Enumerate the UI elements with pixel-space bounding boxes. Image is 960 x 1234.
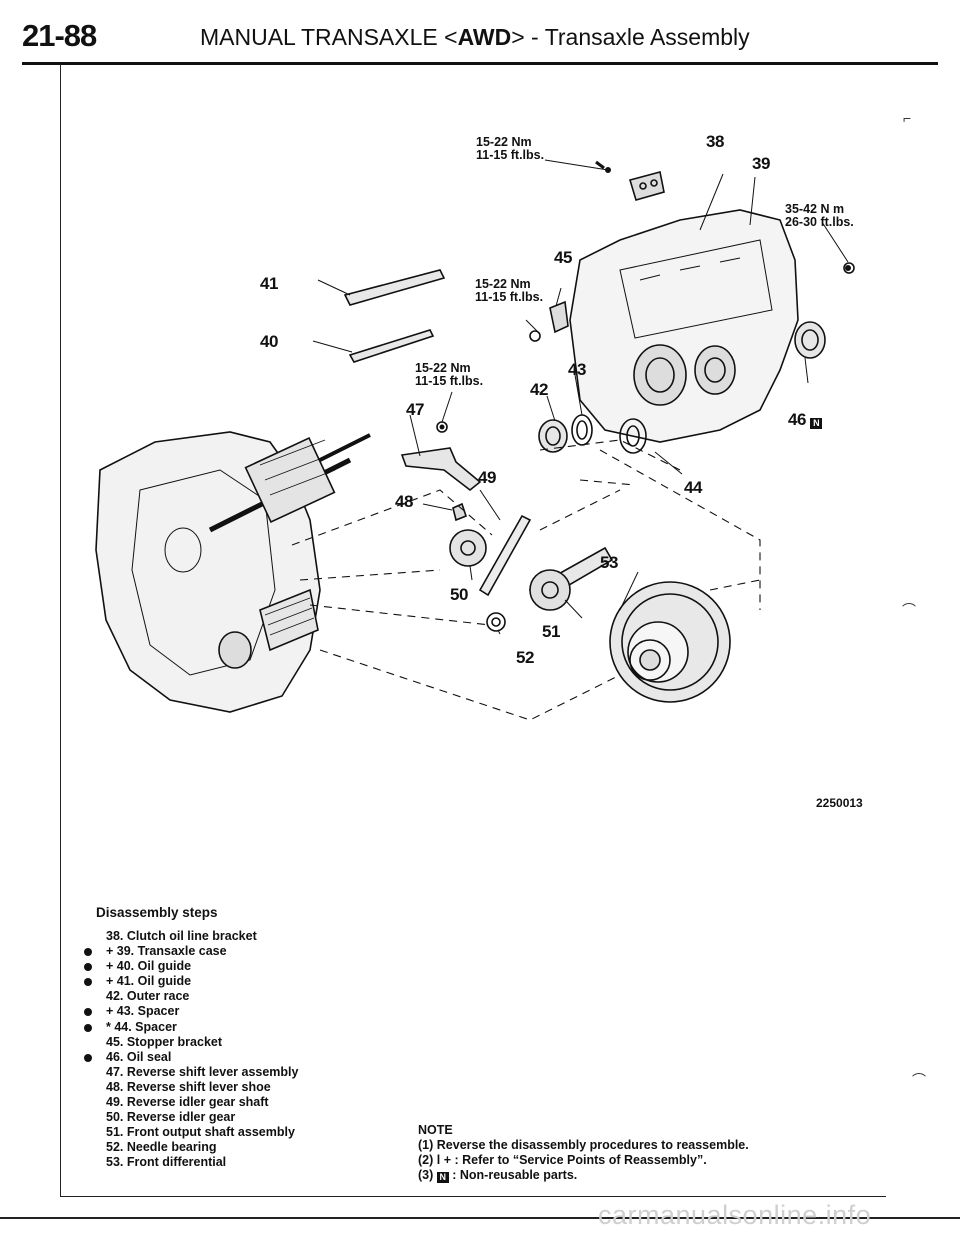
margin-mark-icon: ⌐ bbox=[903, 110, 912, 126]
step-text: 46. Oil seal bbox=[106, 1049, 172, 1064]
step-text: 51. Front output shaft assembly bbox=[106, 1125, 295, 1140]
torque-nm: 15-22 Nm bbox=[475, 277, 531, 291]
steps-title: Disassembly steps bbox=[96, 905, 218, 920]
callout-52: 52 bbox=[516, 648, 534, 667]
torque-ftlbs: 11-15 ft.lbs. bbox=[476, 148, 545, 162]
callout-38: 38 bbox=[706, 132, 724, 151]
step-text: + 43. Spacer bbox=[106, 1004, 180, 1019]
torque-spec-4: 15-22 Nm 11-15 ft.lbs. bbox=[415, 362, 483, 388]
torque-spec-1: 15-22 Nm 11-15 ft.lbs. bbox=[476, 136, 544, 162]
note-number: (2) bbox=[418, 1153, 434, 1167]
torque-nm: 35-42 N m bbox=[785, 202, 845, 216]
note-text: + : Refer to “Service Points of Reassemb… bbox=[443, 1153, 707, 1167]
reverse-idler-gear bbox=[449, 529, 487, 567]
bullet-icon bbox=[84, 1053, 92, 1062]
torque-nm: 15-22 Nm bbox=[415, 361, 471, 375]
step-text: 50. Reverse idler gear bbox=[106, 1110, 236, 1125]
bullet-icon bbox=[84, 948, 92, 957]
callout-46: 46 N bbox=[788, 410, 823, 430]
callout-44: 44 bbox=[684, 478, 702, 497]
torque-spec-2: 35-42 N m 26-30 ft.lbs. bbox=[785, 203, 854, 229]
callout-40: 40 bbox=[260, 332, 278, 351]
step-text: + 41. Oil guide bbox=[106, 974, 192, 989]
title-suffix: > - Transaxle Assembly bbox=[511, 24, 750, 50]
margin-mark-icon: ⌒ bbox=[912, 1072, 926, 1088]
callout-39: 39 bbox=[752, 154, 770, 173]
note-text: Reverse the disassembly procedures to re… bbox=[436, 1138, 749, 1152]
needle-bearing bbox=[486, 612, 506, 632]
step-text: 47. Reverse shift lever assembly bbox=[106, 1064, 299, 1079]
note-title: NOTE bbox=[418, 1123, 453, 1137]
spacer-44 bbox=[619, 418, 647, 454]
housing-bore bbox=[218, 631, 252, 669]
bullet-icon bbox=[84, 963, 92, 972]
reverse-shift-lever bbox=[400, 447, 482, 492]
callout-42: 42 bbox=[530, 380, 548, 399]
step-text: 38. Clutch oil line bracket bbox=[106, 929, 257, 943]
page-number: 21-88 bbox=[22, 18, 97, 53]
case-bore-2 bbox=[694, 345, 736, 395]
step-text: + 40. Oil guide bbox=[106, 959, 192, 974]
oil-guide-41 bbox=[343, 269, 446, 306]
reverse-idler-gear-shaft bbox=[478, 514, 532, 597]
callout-50: 50 bbox=[450, 585, 468, 604]
step-text: + 39. Transaxle case bbox=[106, 944, 227, 959]
oil-seal bbox=[794, 321, 826, 359]
step-text: 53. Front differential bbox=[106, 1155, 227, 1170]
clutch-oil-line-bracket bbox=[628, 171, 665, 201]
torque-ftlbs: 26-30 ft.lbs. bbox=[785, 215, 854, 229]
title-prefix: MANUAL TRANSAXLE < bbox=[200, 24, 458, 50]
torque-spec-3: 15-22 Nm 11-15 ft.lbs. bbox=[475, 278, 543, 304]
footer-rule bbox=[0, 1217, 960, 1219]
callout-46-number: 46 bbox=[788, 410, 806, 429]
callout-45: 45 bbox=[554, 248, 572, 267]
stopper-bracket bbox=[549, 300, 569, 334]
spacer-43 bbox=[571, 414, 593, 446]
note-text: : Non-reusable parts. bbox=[452, 1168, 578, 1182]
callout-51: 51 bbox=[542, 622, 560, 641]
exploded-view-diagram: 15-22 Nm 11-15 ft.lbs. 35-42 N m 26-30 f… bbox=[60, 70, 900, 810]
transaxle-case-shape bbox=[569, 209, 799, 443]
note-number: (3) bbox=[418, 1168, 434, 1182]
callout-47: 47 bbox=[406, 400, 424, 419]
page-title: MANUAL TRANSAXLE <AWD> - Transaxle Assem… bbox=[200, 24, 750, 51]
gear-cluster bbox=[244, 436, 336, 524]
step-text: 48. Reverse shift lever shoe bbox=[106, 1079, 271, 1094]
callout-53: 53 bbox=[600, 553, 618, 572]
oil-guide-40 bbox=[348, 329, 435, 363]
bullet-icon bbox=[84, 1023, 92, 1032]
note-line-3: (3) N : Non-reusable parts. bbox=[418, 1168, 577, 1183]
non-reusable-icon: N bbox=[436, 1172, 449, 1183]
note-line-2: (2) l + : Refer to “Service Points of Re… bbox=[418, 1153, 707, 1167]
step-text: 52. Needle bearing bbox=[106, 1140, 217, 1155]
note-line-1: (1) Reverse the disassembly procedures t… bbox=[418, 1138, 749, 1152]
callout-43: 43 bbox=[568, 360, 586, 379]
header-rule bbox=[22, 62, 938, 65]
step-text: * 44. Spacer bbox=[106, 1019, 177, 1034]
torque-nm: 15-22 Nm bbox=[476, 135, 532, 149]
callout-49: 49 bbox=[478, 468, 496, 487]
reverse-shift-lever-shoe bbox=[452, 502, 467, 522]
figure-code: 2250013 bbox=[816, 796, 863, 810]
outer-race bbox=[538, 419, 568, 453]
torque-ftlbs: 11-15 ft.lbs. bbox=[475, 290, 544, 304]
title-bold: AWD bbox=[457, 24, 512, 50]
step-text: 42. Outer race bbox=[106, 989, 190, 1004]
non-reusable-icon: N bbox=[810, 418, 823, 429]
note-bullet: l bbox=[436, 1153, 441, 1167]
diagram-illustration bbox=[95, 159, 855, 721]
margin-mark-icon: ⌒ bbox=[902, 602, 916, 618]
case-bore-1 bbox=[633, 344, 687, 406]
step-text: 49. Reverse idler gear shaft bbox=[106, 1095, 269, 1110]
callout-48: 48 bbox=[395, 492, 413, 511]
step-text: 45. Stopper bracket bbox=[106, 1034, 223, 1049]
torque-ftlbs: 11-15 ft.lbs. bbox=[415, 374, 484, 388]
callout-41: 41 bbox=[260, 274, 278, 293]
frame-bottom-rule bbox=[60, 1196, 886, 1197]
bullet-icon bbox=[84, 978, 92, 987]
bullet-icon bbox=[84, 1008, 92, 1017]
watermark: carmanualsonline.info bbox=[598, 1200, 872, 1230]
frame-left-rule bbox=[60, 64, 61, 1196]
note-number: (1) bbox=[418, 1138, 434, 1152]
